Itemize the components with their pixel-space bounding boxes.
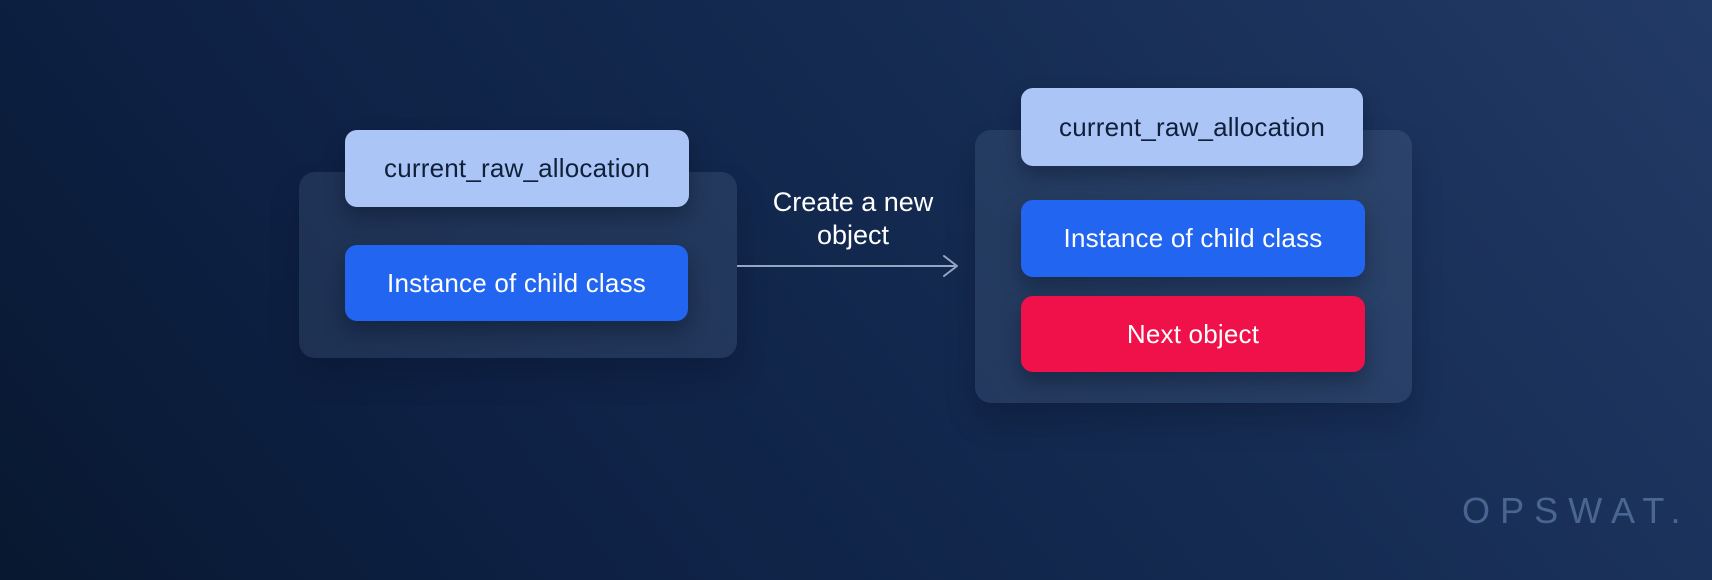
left-instance-of-child-class-label: Instance of child class xyxy=(387,267,646,298)
opswat-logo: OPSWAT. xyxy=(1462,490,1691,531)
left-current-raw-allocation-box: current_raw_allocation xyxy=(345,130,689,207)
transition-label: Create a new object xyxy=(772,187,934,250)
right-current-raw-allocation-label: current_raw_allocation xyxy=(1059,111,1325,142)
right-instance-of-child-class-label: Instance of child class xyxy=(1063,223,1323,253)
right-next-object-label: Next object xyxy=(1126,318,1260,349)
left-current-raw-allocation-label: current_raw_allocation xyxy=(384,153,650,183)
right-current-raw-allocation-box: current_raw_allocation xyxy=(1021,88,1363,166)
right-next-object-box: Next object xyxy=(1021,296,1365,372)
left-instance-of-child-class-box: Instance of child class xyxy=(345,245,688,321)
right-instance-of-child-class-box: Instance of child class xyxy=(1021,200,1365,277)
right-arrow-icon xyxy=(737,255,958,277)
